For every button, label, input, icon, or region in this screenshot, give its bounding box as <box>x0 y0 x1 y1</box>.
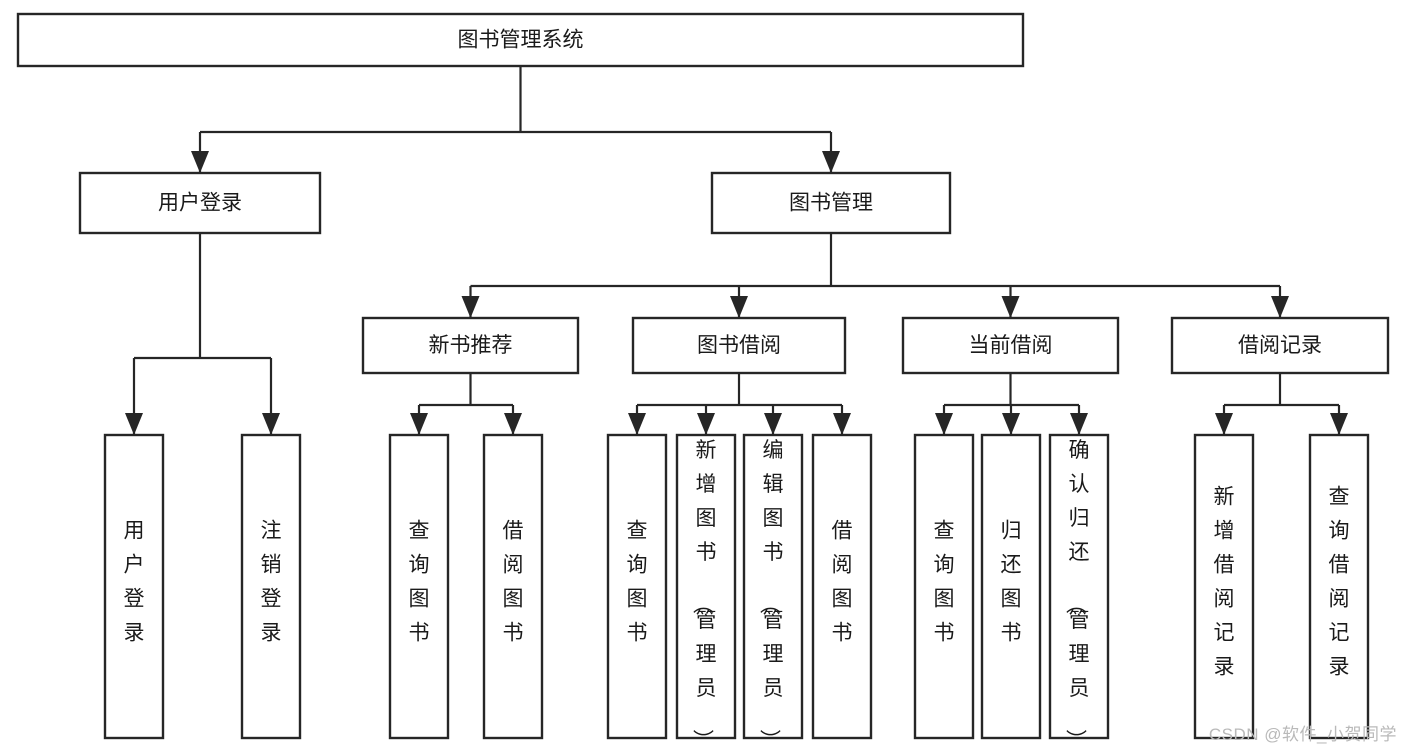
edge-group-new-book-rec <box>410 373 522 435</box>
node-box <box>631 316 847 375</box>
node-box <box>1170 316 1390 375</box>
node-leaf-query-book-1[interactable]: 查询图书 <box>388 433 450 740</box>
node-label: 查询借阅记录 <box>1329 486 1350 679</box>
node-leaf-query-book-3[interactable]: 查询图书 <box>913 433 975 740</box>
node-box <box>103 433 165 740</box>
node-label: 归还图书 <box>1001 520 1022 645</box>
node-label: 图书管理系统 <box>458 29 584 52</box>
node-box <box>388 433 450 740</box>
node-box <box>1308 433 1370 740</box>
node-box <box>901 316 1120 375</box>
node-current-borrow[interactable]: 当前借阅 <box>901 316 1120 375</box>
node-book-manage[interactable]: 图书管理 <box>710 171 952 235</box>
arrow-head-icon <box>1001 296 1020 318</box>
arrow-head-icon <box>461 296 480 318</box>
node-label: 借阅记录 <box>1238 334 1322 357</box>
node-box <box>913 433 975 740</box>
node-label: 新增借阅记录 <box>1214 486 1235 679</box>
arrow-head-icon <box>1215 413 1233 435</box>
node-user-login[interactable]: 用户登录 <box>78 171 322 235</box>
node-label: 用户登录 <box>158 192 242 215</box>
node-label: 借阅图书 <box>832 520 853 645</box>
node-book-borrow[interactable]: 图书借阅 <box>631 316 847 375</box>
edge-group-root <box>191 66 840 173</box>
node-leaf-logout[interactable]: 注销登录 <box>240 433 302 740</box>
arrow-head-icon <box>262 413 280 435</box>
arrow-head-icon <box>730 296 748 318</box>
node-box <box>606 433 668 740</box>
node-label: 用户登录 <box>124 520 145 645</box>
node-root[interactable]: 图书管理系统 <box>16 12 1025 68</box>
arrow-head-icon <box>1002 413 1020 435</box>
arrow-head-icon <box>1271 296 1289 318</box>
arrow-head-icon <box>697 413 715 435</box>
node-box <box>710 171 952 235</box>
node-box <box>16 12 1025 68</box>
nodes-layer: 图书管理系统用户登录图书管理新书推荐图书借阅当前借阅借阅记录用户登录注销登录查询… <box>16 12 1390 747</box>
node-box <box>78 171 322 235</box>
node-box <box>675 433 737 740</box>
edge-group-book-manage <box>461 233 1289 318</box>
edge-group-current-borrow <box>935 373 1088 435</box>
arrow-head-icon <box>822 151 840 173</box>
node-label: 编辑图书（管理员） <box>758 439 784 747</box>
node-label: 查询图书 <box>409 520 430 645</box>
node-leaf-return-book[interactable]: 归还图书 <box>980 433 1042 740</box>
node-leaf-query-book-2[interactable]: 查询图书 <box>606 433 668 740</box>
arrow-head-icon <box>504 413 522 435</box>
node-label: 注销登录 <box>261 520 282 645</box>
arrow-head-icon <box>935 413 953 435</box>
arrow-head-icon <box>1070 413 1088 435</box>
node-box <box>361 316 580 375</box>
edge-group-borrow-record <box>1215 373 1348 435</box>
node-leaf-query-record[interactable]: 查询借阅记录 <box>1308 433 1370 740</box>
node-leaf-borrow-book-2[interactable]: 借阅图书 <box>811 433 873 740</box>
node-label: 当前借阅 <box>969 334 1053 357</box>
node-box <box>980 433 1042 740</box>
arrow-head-icon <box>125 413 143 435</box>
node-box <box>1193 433 1255 740</box>
node-leaf-add-book[interactable]: 新增图书（管理员） <box>675 433 737 747</box>
arrow-head-icon <box>833 413 851 435</box>
node-leaf-edit-book[interactable]: 编辑图书（管理员） <box>742 433 804 747</box>
edge-group-book-borrow <box>628 373 851 435</box>
node-leaf-borrow-book-1[interactable]: 借阅图书 <box>482 433 544 740</box>
node-label: 新增图书（管理员） <box>691 439 717 747</box>
node-borrow-record[interactable]: 借阅记录 <box>1170 316 1390 375</box>
node-box <box>811 433 873 740</box>
node-label: 借阅图书 <box>503 520 524 645</box>
node-box <box>240 433 302 740</box>
node-leaf-add-record[interactable]: 新增借阅记录 <box>1193 433 1255 740</box>
node-new-book-rec[interactable]: 新书推荐 <box>361 316 580 375</box>
node-label: 查询图书 <box>934 520 955 645</box>
node-label: 查询图书 <box>627 520 648 645</box>
edge-group-user-login <box>125 233 280 435</box>
node-box <box>742 433 804 740</box>
node-leaf-user-login[interactable]: 用户登录 <box>103 433 165 740</box>
node-label: 新书推荐 <box>429 334 513 357</box>
node-label: 图书借阅 <box>697 334 781 357</box>
node-box <box>482 433 544 740</box>
arrow-head-icon <box>628 413 646 435</box>
node-leaf-confirm-return[interactable]: 确认归还（管理员） <box>1048 433 1110 747</box>
arrow-head-icon <box>1330 413 1348 435</box>
edges-layer <box>125 66 1348 435</box>
node-box <box>1048 433 1110 740</box>
arrow-head-icon <box>764 413 782 435</box>
arrow-head-icon <box>410 413 428 435</box>
node-label: 确认归还（管理员） <box>1064 439 1090 747</box>
node-label: 图书管理 <box>789 192 873 215</box>
arrow-head-icon <box>191 151 209 173</box>
